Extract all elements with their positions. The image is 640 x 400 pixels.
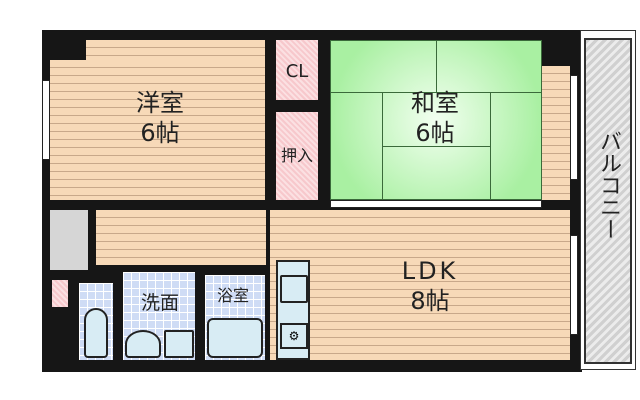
window-east-upper — [570, 75, 578, 180]
room-name: 和室 — [411, 89, 459, 117]
washbasin-icon — [125, 330, 161, 358]
bathtub-icon — [207, 318, 263, 358]
entrance-gap — [0, 200, 42, 280]
western-room-top — [86, 40, 265, 62]
western-room — [50, 60, 265, 200]
room-name: 洋室 — [136, 89, 184, 117]
closet-cl — [276, 40, 318, 100]
room-size: 6帖 — [415, 119, 455, 147]
oshiire-label: 押入 — [280, 146, 313, 165]
window-west — [42, 80, 50, 160]
washroom-label: 洗面 — [140, 292, 179, 314]
washing-machine-space — [164, 330, 194, 358]
room-size: 8帖 — [410, 287, 450, 315]
closet-label: CL — [285, 61, 309, 82]
hallway — [96, 210, 266, 265]
room-size: 6帖 — [140, 119, 180, 147]
japanese-room-veranda-strip — [542, 66, 570, 200]
stove-icon: ⚙ — [280, 323, 308, 349]
balcony — [584, 38, 632, 364]
ldk-label: LDK 8帖 — [380, 256, 480, 316]
oshiire-closet — [276, 112, 318, 200]
shoe-closet — [52, 280, 68, 307]
sink-icon — [280, 275, 308, 303]
balcony-label: バルコニー — [596, 130, 621, 240]
room-name: LDK — [401, 257, 459, 285]
sliding-door-japanese — [330, 200, 542, 208]
ldk-room — [270, 210, 570, 360]
entrance — [50, 210, 88, 270]
japanese-room-label: 和室 6帖 — [385, 88, 485, 148]
western-room-label: 洋室 6帖 — [110, 88, 210, 148]
toilet-icon — [84, 308, 108, 358]
bathroom-label: 浴室 — [216, 286, 249, 305]
tatami-lines — [330, 40, 542, 200]
window-east-lower — [570, 235, 578, 335]
